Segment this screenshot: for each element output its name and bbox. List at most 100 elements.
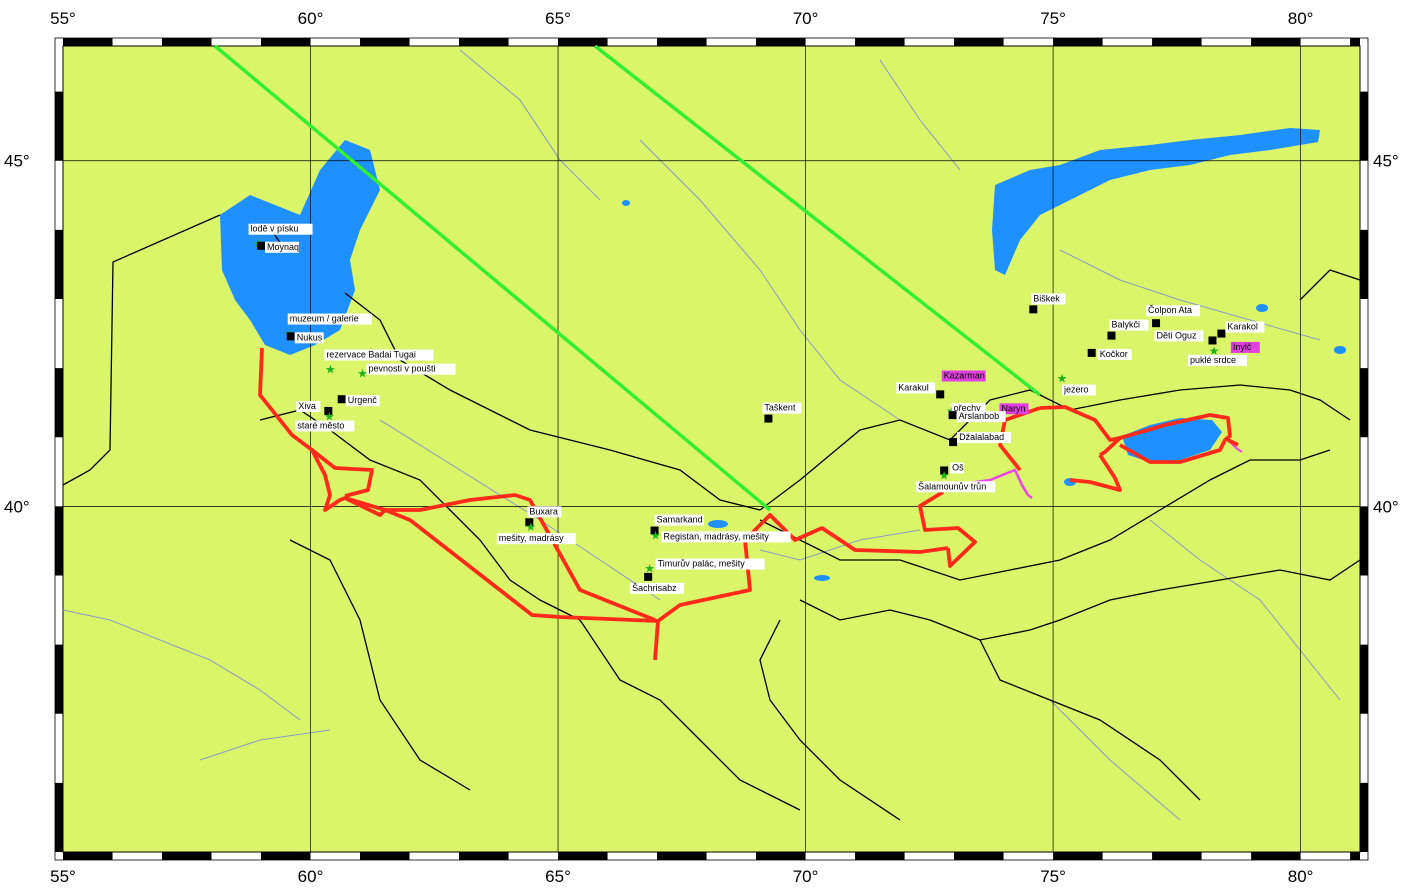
city-marker-icon [525, 518, 534, 527]
frame-tick [756, 852, 806, 860]
place-registan: ★Registan, madrásy, mešity [650, 528, 791, 543]
lat-label-right: 45° [1373, 152, 1399, 171]
lon-label-top: 60° [298, 9, 324, 28]
frame-tick [459, 852, 509, 860]
borders [62, 214, 1361, 821]
frame-tick [55, 368, 63, 438]
place-balykci: Balykči [1107, 319, 1149, 340]
lon-label-bottom: 70° [793, 867, 819, 886]
aral-sea [220, 140, 380, 355]
frame-tick [162, 852, 212, 860]
place-sachrisabz: Šachrisabz [630, 572, 685, 594]
map-frame [54, 37, 1369, 861]
city-marker-icon [1217, 329, 1226, 338]
place-label: Karakul [898, 382, 929, 392]
city-marker-icon [324, 406, 333, 415]
lon-label-bottom: 65° [545, 867, 571, 886]
place-label: rezervace Badai Tugai [326, 350, 416, 360]
frame-tick [954, 38, 1004, 46]
frame-tick [1360, 91, 1368, 161]
place-label: Registan, madrásy, mešity [664, 531, 770, 541]
place-label: Šalamounův trůn [918, 481, 986, 491]
label-background [661, 531, 791, 543]
place-mesity-madrasy: ★mešity, madrásy [496, 520, 576, 545]
sight-star-icon: ★ [1057, 371, 1068, 385]
label-background [1154, 330, 1204, 342]
place-jezero: ★jezero [1057, 371, 1096, 396]
place-label: mešity, madrásy [499, 533, 564, 543]
place-salamounuv: ★Šalamounův trůn [916, 468, 996, 493]
place-biskek: Biškek [1029, 293, 1066, 314]
sight-star-icon: ★ [357, 367, 368, 381]
label-background [1109, 319, 1149, 331]
place-label: Taškent [764, 403, 796, 413]
frame-tick [558, 852, 608, 860]
city-marker-icon [337, 395, 346, 404]
frame-tick [55, 229, 63, 299]
label-background [265, 241, 300, 253]
frame-tick [1152, 852, 1202, 860]
flight-line-bishkek [593, 44, 1042, 397]
lon-label-bottom: 80° [1288, 867, 1314, 886]
frame-tick [459, 38, 509, 46]
lon-label-top: 80° [1288, 9, 1314, 28]
place-label: Oš [952, 462, 964, 472]
place-kazarman: Kazarman [941, 370, 986, 382]
place-label: Naryn [1002, 403, 1026, 413]
place-karakul: Karakul [896, 382, 945, 399]
lat-label-left: 40° [4, 497, 30, 516]
place-taskent: Taškent [762, 402, 802, 423]
place-label: Čolpon Ata [1148, 305, 1192, 315]
sight-star-icon: ★ [324, 410, 335, 424]
place-nukus: Nukus [286, 332, 324, 344]
lon-label-bottom: 60° [298, 867, 324, 886]
place-label: lodě v písku [251, 224, 299, 234]
city-marker-icon [286, 332, 295, 341]
label-background [957, 432, 1012, 444]
flight-lines [213, 44, 1042, 512]
axis-labels: 55°55°60°60°65°65°70°70°75°75°80°80°45°4… [4, 9, 1399, 886]
rivers [62, 49, 1341, 821]
lat-label-right: 40° [1373, 497, 1399, 516]
city-marker-icon [1208, 336, 1217, 345]
place-orechy: ★ořechy [946, 402, 986, 418]
sight-star-icon: ★ [644, 562, 655, 576]
place-label: Balykči [1111, 320, 1140, 330]
label-background [1230, 341, 1260, 353]
label-background [1187, 354, 1247, 366]
place-label: Timurův palác, mešity [658, 559, 746, 569]
place-moynaq: Moynaq [257, 241, 300, 253]
city-marker-icon [948, 411, 957, 420]
lake-small [814, 575, 830, 581]
label-background [295, 420, 355, 432]
sight-star-icon: ★ [939, 468, 950, 482]
label-background [496, 533, 576, 545]
frame-tick [1053, 38, 1103, 46]
frame-tick [855, 38, 905, 46]
place-badai-tugai: ★rezervace Badai Tugai [324, 349, 434, 377]
frame-tick [756, 38, 806, 46]
frame-tick [261, 38, 311, 46]
label-background [324, 349, 434, 361]
place-cholpon-ata: Čolpon Ata [1146, 305, 1201, 328]
sight-star-icon: ★ [650, 528, 661, 542]
lat-label-left: 45° [4, 152, 30, 171]
frame-tick [1251, 852, 1301, 860]
frame-tick [55, 506, 63, 576]
label-background [1031, 293, 1066, 305]
flight-line-tashkent [213, 44, 772, 512]
city-marker-icon [1087, 348, 1096, 357]
place-label: Moynaq [267, 242, 299, 252]
label-background [896, 382, 936, 394]
city-marker-icon [1029, 305, 1038, 314]
place-naryn: Naryn [999, 403, 1029, 415]
place-label: ořechy [954, 403, 982, 413]
sight-star-icon: ★ [1209, 344, 1220, 358]
label-background [1225, 321, 1265, 333]
place-label: Kočkor [1100, 349, 1128, 359]
place-label: Inylč [1233, 342, 1252, 352]
place-label: pevnosti v poušti [368, 364, 435, 374]
frame-tick [360, 852, 410, 860]
